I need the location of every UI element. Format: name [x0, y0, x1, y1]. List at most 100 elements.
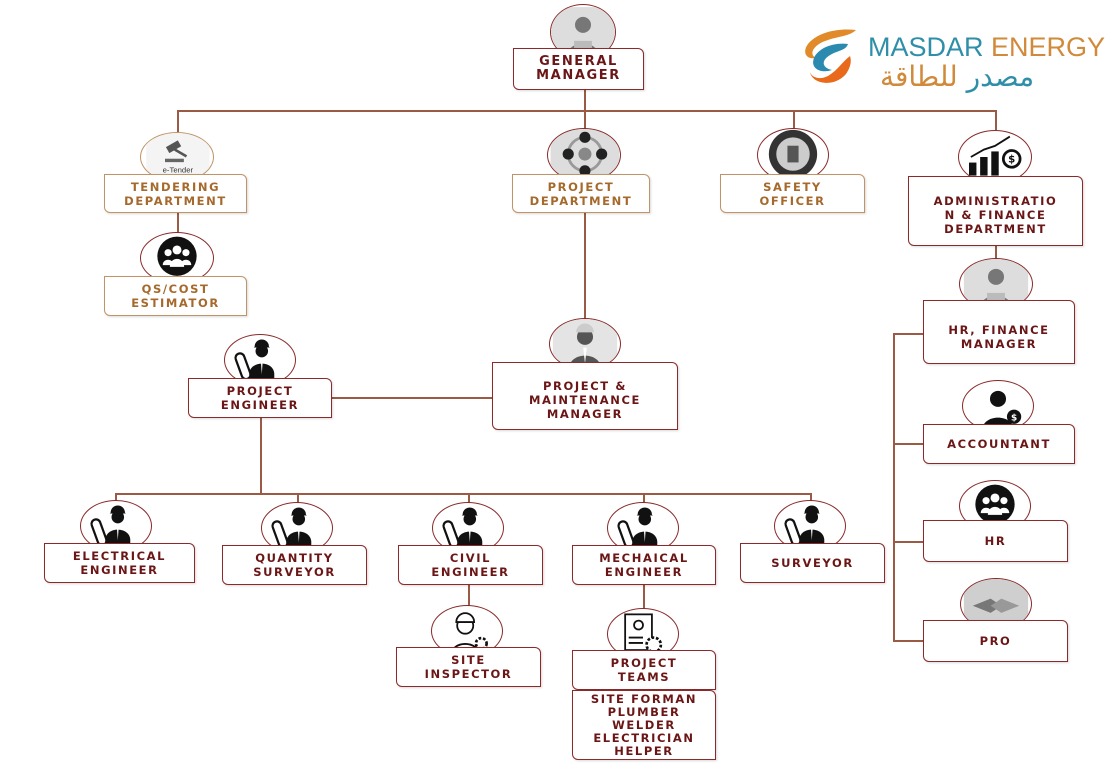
- connector-line: [995, 110, 997, 130]
- site-inspector-icon-graphic: [450, 612, 488, 656]
- connector-line: [468, 585, 470, 607]
- label: ELECTRICAL: [72, 549, 167, 563]
- connector-line: [468, 493, 470, 503]
- logo-arabic-energy: للطاقة: [880, 60, 958, 93]
- label: ENGINEER: [80, 563, 159, 577]
- label: PROJECT: [610, 656, 678, 670]
- label: DEPARTMENT: [529, 193, 633, 208]
- logo-name-masdar: MASDAR: [868, 32, 984, 62]
- label: HR: [984, 534, 1007, 548]
- svg-text:$: $: [1011, 413, 1017, 423]
- team-member-label: ELECTRICIAN: [593, 730, 695, 745]
- finance-chart-icon: $: [958, 130, 1032, 184]
- connector-line: [177, 213, 179, 233]
- label: N & FINANCE: [944, 208, 1047, 222]
- connector-line: [177, 110, 996, 112]
- label: HR, FINANCE: [948, 323, 1050, 337]
- surveyor-box[interactable]: SURVEYOR: [740, 543, 885, 583]
- team-member-label: HELPER: [614, 743, 674, 758]
- label: PROJECT &: [543, 379, 627, 393]
- label: CIVIL: [449, 551, 492, 565]
- label: PRO: [979, 634, 1012, 648]
- project-document-gear-icon-graphic: [624, 613, 663, 654]
- connector-line: [177, 110, 179, 132]
- connector-line: [115, 493, 117, 503]
- safety-seal-icon-graphic: [768, 129, 818, 179]
- label: SURVEYOR: [253, 565, 336, 579]
- svg-text:$: $: [1008, 155, 1015, 166]
- label: INSPECTOR: [424, 667, 513, 681]
- masdar-energy-logo: MASDAR ENERGY مصدر للطاقة: [798, 26, 1106, 96]
- label: TENDERING: [130, 179, 221, 194]
- e-tender-gavel-icon-graphic: e-Tender: [146, 133, 210, 176]
- connector-line: [115, 493, 811, 495]
- connector-line: [584, 213, 586, 319]
- project-network-icon-graphic: [550, 129, 620, 180]
- label: SURVEYOR: [771, 556, 854, 570]
- connector-line: [584, 110, 586, 130]
- connector-line: [810, 493, 812, 503]
- label: GENERAL: [539, 54, 618, 69]
- hr-box[interactable]: HR: [923, 520, 1068, 562]
- label: MANAGER: [536, 68, 621, 83]
- label: ENGINEER: [604, 565, 684, 579]
- label: MAINTENANCE: [529, 393, 641, 407]
- label: ENGINEER: [220, 398, 300, 412]
- label: ADMINISTRATIO: [933, 194, 1058, 208]
- connector-line: [893, 541, 923, 543]
- label: MECHAICAL: [599, 551, 689, 565]
- label: OFFICER: [759, 193, 826, 208]
- logo-arabic-masdar: مصدر: [966, 60, 1035, 93]
- team-member-label: PLUMBER: [607, 704, 681, 719]
- label: PROJECT: [547, 179, 615, 194]
- connector-line: [893, 333, 923, 335]
- connector-line: [893, 333, 895, 641]
- logo-name-energy: ENERGY: [991, 32, 1106, 62]
- label: MANAGER: [546, 407, 624, 421]
- team-member-label: WELDER: [612, 717, 676, 732]
- e-tender-gavel-icon: e-Tender: [140, 132, 214, 182]
- pro-box[interactable]: PRO: [923, 620, 1068, 662]
- safety-seal-icon: [757, 128, 829, 182]
- connector-line: [332, 397, 492, 399]
- team-member-label: SITE FORMAN: [590, 691, 698, 706]
- label: MANAGER: [960, 337, 1038, 351]
- label: ENGINEER: [431, 565, 510, 579]
- accountant-box[interactable]: ACCOUNTANT: [923, 424, 1075, 464]
- label: SAFETY: [763, 179, 822, 194]
- label: ESTIMATOR: [131, 296, 220, 310]
- label: ACCOUNTANT: [947, 437, 1051, 451]
- connector-line: [643, 585, 645, 609]
- connector-line: [584, 90, 586, 110]
- connector-line: [893, 443, 923, 445]
- connector-line: [793, 110, 795, 130]
- connector-line: [260, 418, 262, 494]
- label: DEPARTMENT: [124, 193, 227, 208]
- team-group-icon: [140, 232, 214, 284]
- connector-line: [995, 246, 997, 260]
- connector-line: [297, 493, 299, 503]
- svg-text:e-Tender: e-Tender: [163, 165, 194, 174]
- label: PROJECT: [226, 384, 294, 398]
- label: SITE: [451, 653, 486, 667]
- flame-logo-icon: [805, 29, 856, 83]
- hr-group-icon-graphic: [975, 484, 1015, 524]
- connector-line: [893, 640, 923, 642]
- label: QS/COST: [141, 282, 210, 296]
